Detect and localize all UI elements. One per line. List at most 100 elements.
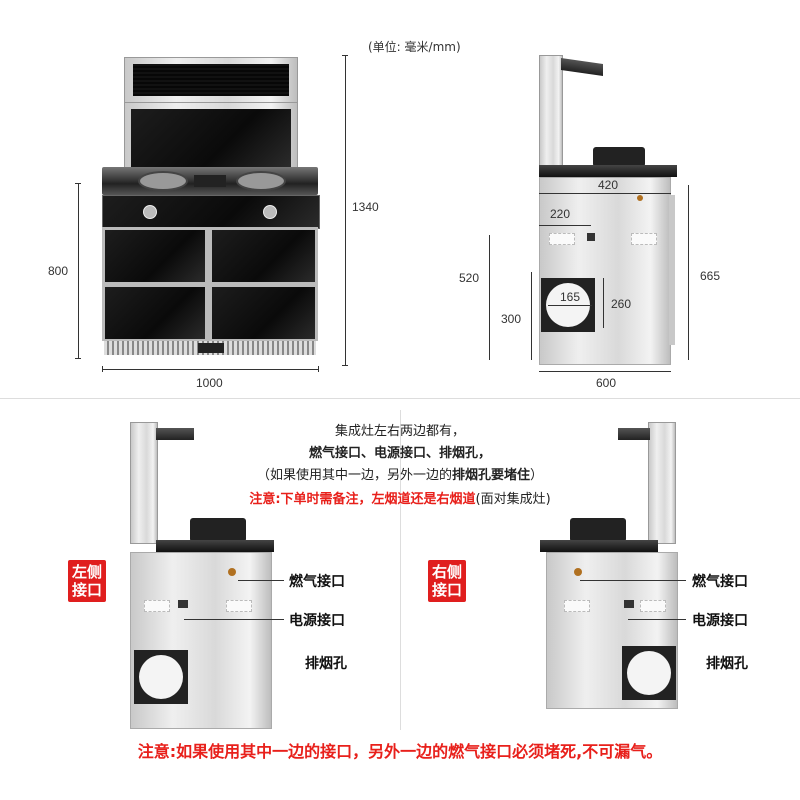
- right-hood: [648, 422, 676, 544]
- right-tag-line1: 右侧: [432, 563, 463, 581]
- hood-frame: [124, 102, 298, 171]
- right-burner: [570, 518, 626, 542]
- hood-grille: [133, 64, 289, 96]
- dim-line-520: [489, 235, 490, 360]
- right-cooktop: [540, 540, 658, 552]
- section-divider: [0, 398, 800, 399]
- unit-label: (单位: 毫米/mm): [368, 40, 461, 54]
- right-gas-label: 燃气接口: [692, 574, 748, 590]
- cooktop: [102, 167, 318, 195]
- dim-520: 520: [459, 271, 480, 285]
- right-gas-port-icon: [574, 568, 582, 576]
- dim-165: 165: [560, 290, 581, 304]
- side-burner: [593, 147, 645, 167]
- side-hood-cap: [561, 58, 603, 76]
- note-line-4-red: 注意:下单时需备注，左烟道还是右烟道: [249, 492, 476, 507]
- side-cooktop: [539, 165, 677, 177]
- bottom-warning: 注意:如果使用其中一边的接口，另外一边的燃气接口必须堵死,不可漏气。: [137, 742, 663, 761]
- right-gas-leader: [580, 580, 686, 581]
- dim-tick: [318, 366, 319, 372]
- dim-tick: [75, 183, 81, 184]
- right-power-label: 电源接口: [692, 613, 748, 629]
- left-vent-a: [144, 600, 170, 612]
- cabinet-body: [102, 227, 318, 341]
- side-gas-port-icon: [637, 195, 643, 201]
- left-tag-line1: 左侧: [72, 563, 103, 581]
- left-exhaust-frame: [134, 650, 188, 704]
- side-power-port-icon: [587, 233, 595, 241]
- left-gas-port-icon: [228, 568, 236, 576]
- dim-line-1000: [102, 369, 318, 370]
- note-line-2: 燃气接口、电源接口、排烟孔，: [308, 446, 491, 461]
- dim-line-300: [531, 272, 532, 360]
- left-cooker: [130, 422, 280, 729]
- note-line-3-bold: 排烟孔要堵住: [451, 468, 530, 483]
- dim-line-420: [539, 193, 671, 194]
- dim-1340: 1340: [352, 200, 379, 214]
- dim-tick: [102, 366, 103, 372]
- dim-800: 800: [48, 264, 69, 278]
- left-vent-b: [226, 600, 252, 612]
- left-hood-cap: [156, 428, 194, 440]
- left-gas-leader: [238, 580, 284, 581]
- left-power-port-icon: [178, 600, 188, 608]
- note-line-1: 集成灶左右两边都有，: [334, 424, 465, 439]
- left-cooktop: [156, 540, 274, 552]
- control-panel: [102, 195, 320, 229]
- side-body: [539, 177, 671, 365]
- dim-line-165: [548, 305, 592, 306]
- left-hood: [130, 422, 158, 544]
- right-exhaust-frame: [622, 646, 676, 700]
- dim-1000: 1000: [196, 376, 223, 390]
- left-tag-line2: 接口: [72, 581, 103, 599]
- left-power-label: 电源接口: [289, 613, 345, 629]
- center-plate: [194, 175, 226, 187]
- door-top-right: [212, 230, 315, 282]
- plinth: [104, 341, 316, 355]
- door-bottom-right: [212, 287, 315, 339]
- dim-600: 600: [596, 376, 617, 390]
- side-vent-right: [631, 233, 657, 245]
- right-power-port-icon: [624, 600, 634, 608]
- dim-665: 665: [700, 269, 721, 283]
- side-back-panel: [669, 195, 675, 345]
- dim-line-665: [688, 185, 689, 360]
- burner-left: [138, 171, 188, 191]
- dim-line-600: [539, 371, 671, 372]
- knob-right-icon: [263, 205, 277, 219]
- right-vent-a: [564, 600, 590, 612]
- right-hood-cap: [618, 428, 650, 440]
- dim-300: 300: [501, 312, 522, 326]
- dim-tick: [75, 358, 81, 359]
- side-hood: [539, 55, 563, 177]
- right-power-leader: [628, 619, 686, 620]
- left-exhaust-hole-icon: [139, 655, 183, 699]
- front-view: [100, 55, 320, 360]
- hood-glass: [131, 109, 291, 167]
- right-cooker: [540, 422, 690, 709]
- left-burner: [190, 518, 246, 542]
- left-exhaust-label: 排烟孔: [305, 656, 347, 672]
- left-interface-tag: 左侧 接口: [68, 560, 107, 602]
- left-power-leader: [184, 619, 284, 620]
- dim-tick: [342, 365, 348, 366]
- dim-tick: [342, 55, 348, 56]
- dim-420: 420: [598, 178, 619, 192]
- dim-line-260: [603, 278, 604, 328]
- burner-right: [236, 171, 286, 191]
- hood-top: [124, 57, 298, 104]
- dim-220: 220: [550, 207, 571, 221]
- dim-line-220: [539, 225, 591, 226]
- note-line-3: （如果使用其中一边，另外一边的排烟孔要堵住）: [0, 464, 800, 483]
- note-line-4: 注意:下单时需备注，左烟道还是右烟道(面对集成灶): [0, 488, 800, 507]
- note-line-3-suffix: ）: [530, 468, 544, 483]
- note-line-4-suffix: (面对集成灶): [475, 492, 551, 507]
- plinth-vent: [198, 343, 224, 353]
- note-line-3-prefix: （如果使用其中一边，另外一边的: [256, 468, 452, 483]
- door-bottom-left: [105, 287, 205, 339]
- door-top-left: [105, 230, 205, 282]
- right-vent-b: [640, 600, 666, 612]
- dim-line-1340: [345, 55, 346, 365]
- dim-260: 260: [611, 297, 632, 311]
- right-tag-line2: 接口: [432, 581, 463, 599]
